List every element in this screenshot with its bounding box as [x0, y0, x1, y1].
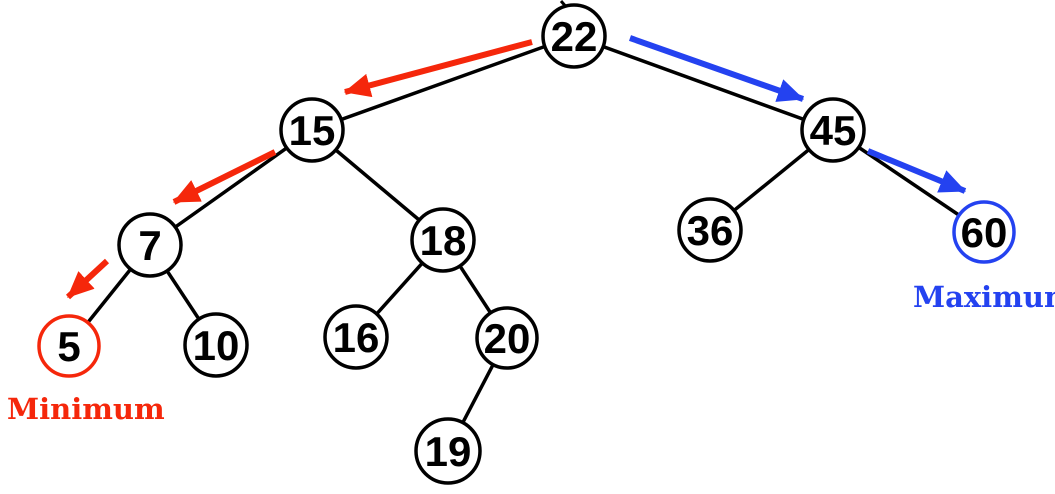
node-value: 19	[425, 428, 472, 475]
tree-node-18: 18	[410, 207, 476, 273]
minimum-label: Minimum	[7, 392, 165, 426]
maximum-label: Maximum	[913, 280, 1055, 314]
node-circle	[677, 197, 743, 263]
node-circle	[800, 97, 866, 163]
max-path-arrow-45-60	[866, 148, 967, 194]
min-path-arrow-15-7	[172, 149, 277, 205]
tree-node-22: 22	[541, 3, 607, 69]
tree-node-5: 5	[37, 314, 101, 378]
node-value: 10	[193, 322, 240, 369]
edge-15-7	[148, 128, 314, 247]
node-value: 20	[484, 315, 531, 362]
node-circle	[117, 212, 183, 278]
node-value: 7	[138, 222, 161, 269]
node-value: 36	[687, 207, 734, 254]
node-circle	[475, 306, 539, 370]
tree-node-10: 10	[183, 312, 249, 378]
node-value: 18	[420, 217, 467, 264]
node-circle	[183, 312, 249, 378]
node-value: 45	[810, 107, 857, 154]
node-circle	[279, 97, 345, 163]
edge-22-15	[311, 34, 575, 132]
node-value: 22	[551, 13, 598, 60]
tree-node-45: 45	[800, 97, 866, 163]
min-path-arrow-22-15	[343, 39, 533, 98]
node-circle	[410, 207, 476, 273]
node-circle	[541, 3, 607, 69]
tree-node-19: 19	[414, 417, 482, 485]
node-value: 16	[333, 314, 380, 361]
edge-22-45	[573, 34, 834, 132]
node-value: 5	[57, 323, 80, 370]
node-circle-highlight-max	[952, 200, 1016, 264]
min-path-arrow-7-5	[65, 258, 110, 300]
tree-node-7: 7	[117, 212, 183, 278]
tree-node-60: 60	[952, 200, 1016, 264]
node-circle-highlight-min	[37, 314, 101, 378]
tree-node-15: 15	[279, 97, 345, 163]
node-circle	[414, 417, 482, 485]
node-value: 15	[289, 107, 336, 154]
tree-node-36: 36	[677, 197, 743, 263]
node-value: 60	[961, 209, 1008, 256]
node-circle	[323, 304, 389, 370]
tree-node-20: 20	[475, 306, 539, 370]
tree-node-16: 16	[323, 304, 389, 370]
max-path-arrow-22-45	[629, 35, 805, 102]
